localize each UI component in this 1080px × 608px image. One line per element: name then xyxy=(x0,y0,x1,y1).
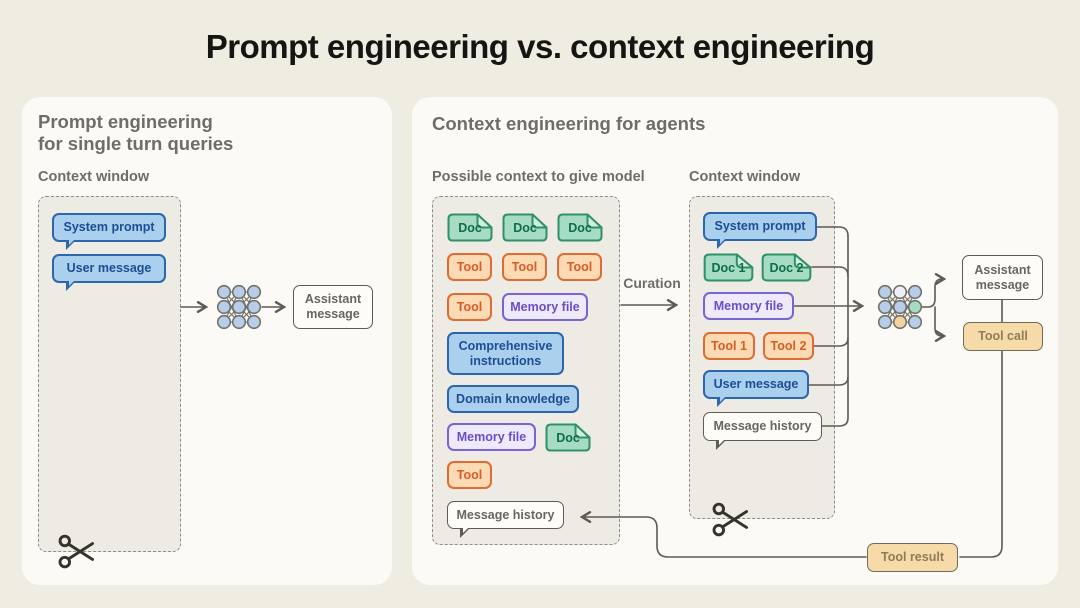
tool-box: Tool xyxy=(447,461,492,489)
scissors-icon xyxy=(58,534,94,569)
memory-file-box: Memory file xyxy=(447,423,536,451)
tool-box: Tool xyxy=(447,253,492,281)
left-heading-line1: Prompt engineering xyxy=(38,111,213,132)
memory-file-box: Memory file xyxy=(703,292,794,320)
possible-context-label: Possible context to give model xyxy=(432,169,645,185)
scissors-icon xyxy=(712,502,748,537)
tool-box: Tool xyxy=(447,293,492,321)
tool-1-box: Tool 1 xyxy=(703,332,755,360)
doc-box: Doc xyxy=(502,213,548,242)
tool-call-box: Tool call xyxy=(963,322,1043,351)
system-prompt-box: System prompt xyxy=(703,212,817,249)
memory-file-box: Memory file xyxy=(502,293,588,321)
message-history-box: Message history xyxy=(703,412,822,450)
neural-network-icon xyxy=(216,284,262,330)
assistant-message-box: Assistant message xyxy=(962,255,1043,300)
tool-2-box: Tool 2 xyxy=(763,332,814,360)
page-title: Prompt engineering vs. context engineeri… xyxy=(205,28,875,65)
user-message-box: User message xyxy=(52,254,166,291)
system-prompt-box: System prompt xyxy=(52,213,166,250)
left-context-window-box xyxy=(38,196,181,552)
left-panel-heading: Prompt engineering for single turn queri… xyxy=(38,111,233,155)
doc-box: Doc xyxy=(545,423,591,452)
tool-result-box: Tool result xyxy=(867,543,958,572)
curation-label: Curation xyxy=(623,275,681,291)
message-history-box: Message history xyxy=(447,501,564,538)
right-panel-heading: Context engineering for agents xyxy=(432,113,706,134)
left-assistant-message-box: Assistant message xyxy=(293,285,373,329)
right-context-window-label: Context window xyxy=(689,169,801,185)
doc-1-box: Doc 1 xyxy=(703,253,754,282)
domain-knowledge-box: Domain knowledge xyxy=(447,385,579,413)
neural-network-icon xyxy=(877,284,923,330)
left-heading-line2: for single turn queries xyxy=(38,133,234,154)
doc-2-box: Doc 2 xyxy=(761,253,812,282)
tool-box: Tool xyxy=(502,253,547,281)
user-message-box: User message xyxy=(703,370,809,407)
doc-box: Doc xyxy=(447,213,493,242)
doc-box: Doc xyxy=(557,213,603,242)
tool-box: Tool xyxy=(557,253,602,281)
left-context-window-label: Context window xyxy=(38,169,150,185)
comprehensive-instructions-box: Comprehensive instructions xyxy=(447,332,564,375)
